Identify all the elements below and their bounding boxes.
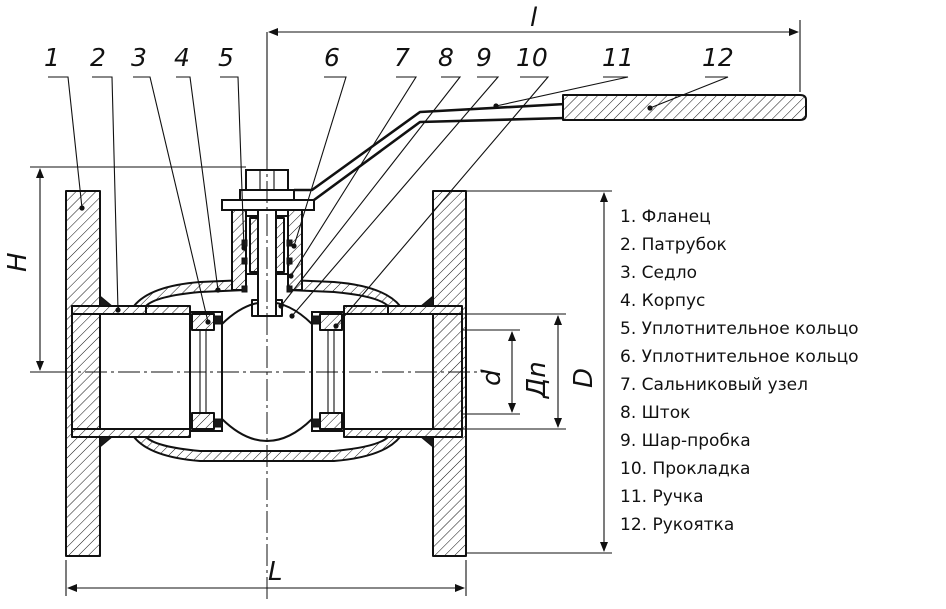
callout-6: 6 [324,43,340,72]
legend-item: 6. Уплотнительное кольцо [620,347,859,367]
legend-item: 7. Сальниковый узел [620,375,808,395]
dimension-l: l [266,3,801,160]
dim-label-face-length: L [268,557,283,587]
dimension-outer: D [466,190,612,554]
pipe-left [71,305,191,438]
callout-numbers: 1 2 3 4 5 6 7 8 9 10 11 12 [44,43,734,72]
center-lines [52,148,490,600]
callout-7: 7 [394,43,410,72]
legend-item: 10. Прокладка [620,459,750,479]
handle [294,102,566,202]
dim-label-nominal: Дn [522,361,552,399]
dimension-face-length: L [65,557,467,596]
flange-left [65,190,101,557]
legend-item: 4. Корпус [620,291,705,311]
callout-9: 9 [476,43,492,72]
dim-label-h: H [3,252,33,272]
legend-item: 9. Шар-пробка [620,431,751,451]
callout-11: 11 [602,43,634,72]
legend-item: 3. Седло [620,263,697,283]
parts-legend: 1. Фланец 2. Патрубок 3. Седло 4. Корпус… [620,207,859,535]
callout-3: 3 [131,43,147,72]
legend-item: 1. Фланец [620,207,711,227]
callout-4: 4 [174,43,190,72]
dim-label-outer: D [569,368,599,388]
callout-12: 12 [702,43,734,72]
dim-label-l: l [530,3,538,33]
legend-item: 5. Уплотнительное кольцо [620,319,859,339]
dim-label-bore: d [477,369,507,386]
callout-2: 2 [90,43,106,72]
legend-item: 12. Рукоятка [620,515,734,535]
callout-leaders [48,76,729,329]
callout-1: 1 [44,43,60,72]
seat-left [189,311,223,432]
flange-welds [99,294,434,449]
handle-grip [562,94,807,121]
callout-8: 8 [438,43,454,72]
dimension-bore: d [462,329,520,415]
legend-item: 11. Ручка [620,487,703,507]
dimension-h: H [3,166,246,373]
dimension-nominal: Дn [462,313,566,430]
callout-5: 5 [218,43,234,72]
callout-10: 10 [516,43,548,72]
legend-item: 2. Патрубок [620,235,727,255]
legend-item: 8. Шток [620,403,690,423]
